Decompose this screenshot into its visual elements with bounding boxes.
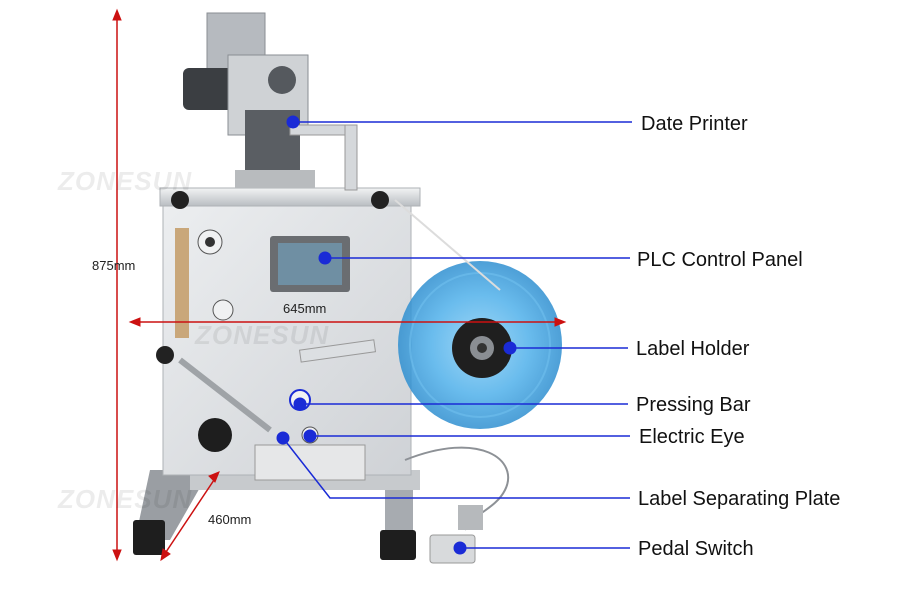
- callout-lines: [276, 115, 632, 555]
- height-dimension-label: 875mm: [92, 258, 136, 273]
- label-separating-plate-label: Label Separating Plate: [638, 488, 841, 510]
- depth-dimension-label: 460mm: [208, 512, 252, 527]
- watermark-bottom: ZONESUN: [58, 484, 193, 514]
- width-dimension-label: 645mm: [283, 301, 327, 316]
- pedal-switch-label: Pedal Switch: [638, 538, 754, 560]
- plc-screen: [270, 236, 350, 292]
- date-printer-label: Date Printer: [641, 113, 748, 135]
- dimension-arrows: [112, 8, 567, 562]
- plc-control-panel-label: PLC Control Panel: [637, 249, 803, 271]
- label-roll: [394, 199, 562, 429]
- label-holder-label: Label Holder: [636, 338, 750, 360]
- pressing-bar-label: Pressing Bar: [636, 394, 751, 416]
- pedal-switch-device: [404, 446, 510, 564]
- date-printer-unit: [183, 12, 358, 191]
- watermark-top: ZONESUN: [58, 166, 193, 196]
- watermark-middle: ZONESUN: [195, 320, 330, 350]
- electric-eye-label: Electric Eye: [639, 426, 745, 448]
